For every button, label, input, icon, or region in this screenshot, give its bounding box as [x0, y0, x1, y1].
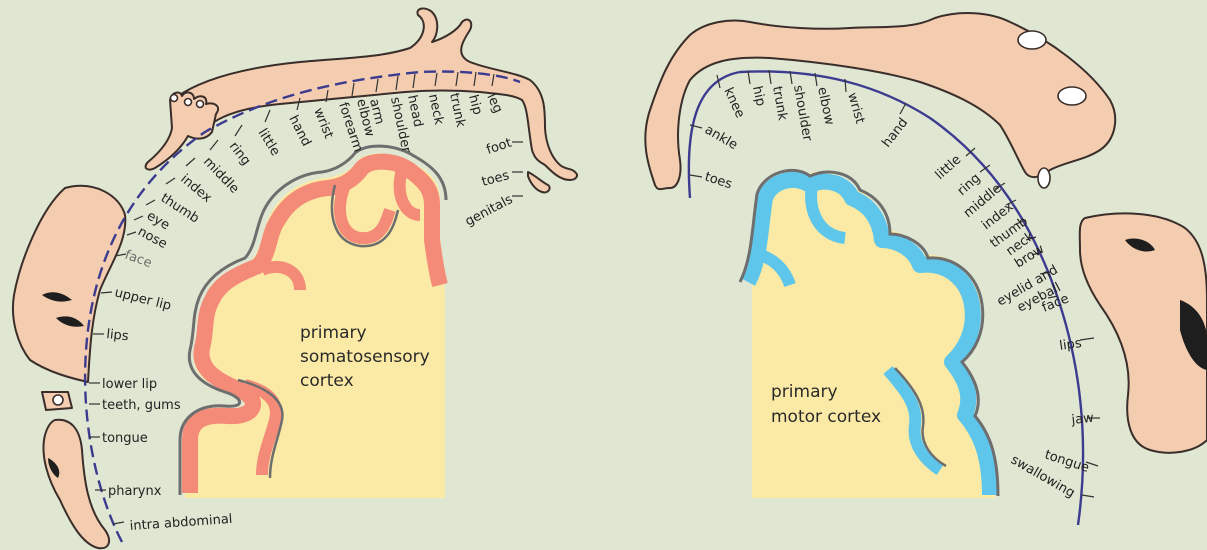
sensory-title-line-3: cortex [300, 371, 354, 391]
sensory-label-foot: foot [485, 136, 514, 158]
sensory-label-lips: lips [106, 327, 130, 344]
sensory-fingernail [185, 99, 192, 106]
sensory-label-trunk: trunk [446, 92, 468, 129]
motor-thumbnail [1038, 168, 1050, 188]
motor-fingernail [1058, 87, 1086, 105]
sensory-label-teeth-gums: teeth, gums [102, 398, 181, 413]
motor-label-little: little [933, 152, 965, 183]
sensory-label-wrist: wrist [310, 106, 336, 141]
motor-label-shoulder: shoulder [790, 84, 815, 143]
motor-title-line-1: primary [771, 382, 838, 402]
sensory-label-little: little [255, 126, 283, 159]
motor-label-trunk: trunk [769, 85, 790, 122]
sensory-label-upper-lip: upper lip [113, 285, 173, 314]
motor-label-toes: toes [703, 170, 734, 193]
sensory-label-ring: ring [226, 139, 253, 168]
motor-brain-section [740, 170, 998, 498]
motor-label-elbow: elbow [814, 86, 837, 127]
motor-label-jaw: jaw [1070, 411, 1095, 428]
motor-label-hand: hand [879, 115, 911, 150]
motor-label-lips: lips [1058, 336, 1082, 354]
sensory-label-toes: toes [480, 168, 511, 190]
motor-toenail [1018, 31, 1046, 49]
sensory-face-shape [13, 186, 125, 382]
motor-label-hip: hip [749, 85, 768, 108]
motor-label-wrist: wrist [844, 91, 867, 125]
sensory-label-lower-lip: lower lip [102, 377, 157, 392]
sensory-title-line-1: primary [300, 323, 367, 343]
sensory-fingernail [197, 101, 204, 108]
sensory-tooth [53, 395, 63, 405]
sensory-label-genitals: genitals [463, 192, 516, 230]
sensory-label-hip: hip [465, 93, 485, 116]
motor-label-ankle: ankle [702, 122, 740, 153]
motor-label-knee: knee [720, 85, 747, 120]
sensory-label-face: face [123, 248, 154, 272]
sensory-foot-shape [528, 172, 550, 192]
sensory-label-hand: hand [285, 113, 313, 149]
sensory-label-neck: neck [425, 93, 446, 127]
sensory-label-intra-abdominal: intra abdominal [129, 512, 233, 534]
sensory-label-pharynx: pharynx [108, 484, 162, 499]
sensory-label-tongue: tongue [102, 431, 148, 446]
motor-title-line-2: motor cortex [771, 407, 881, 427]
sensory-fingernail [171, 95, 178, 102]
sensory-title-line-2: somatosensory [300, 347, 430, 367]
